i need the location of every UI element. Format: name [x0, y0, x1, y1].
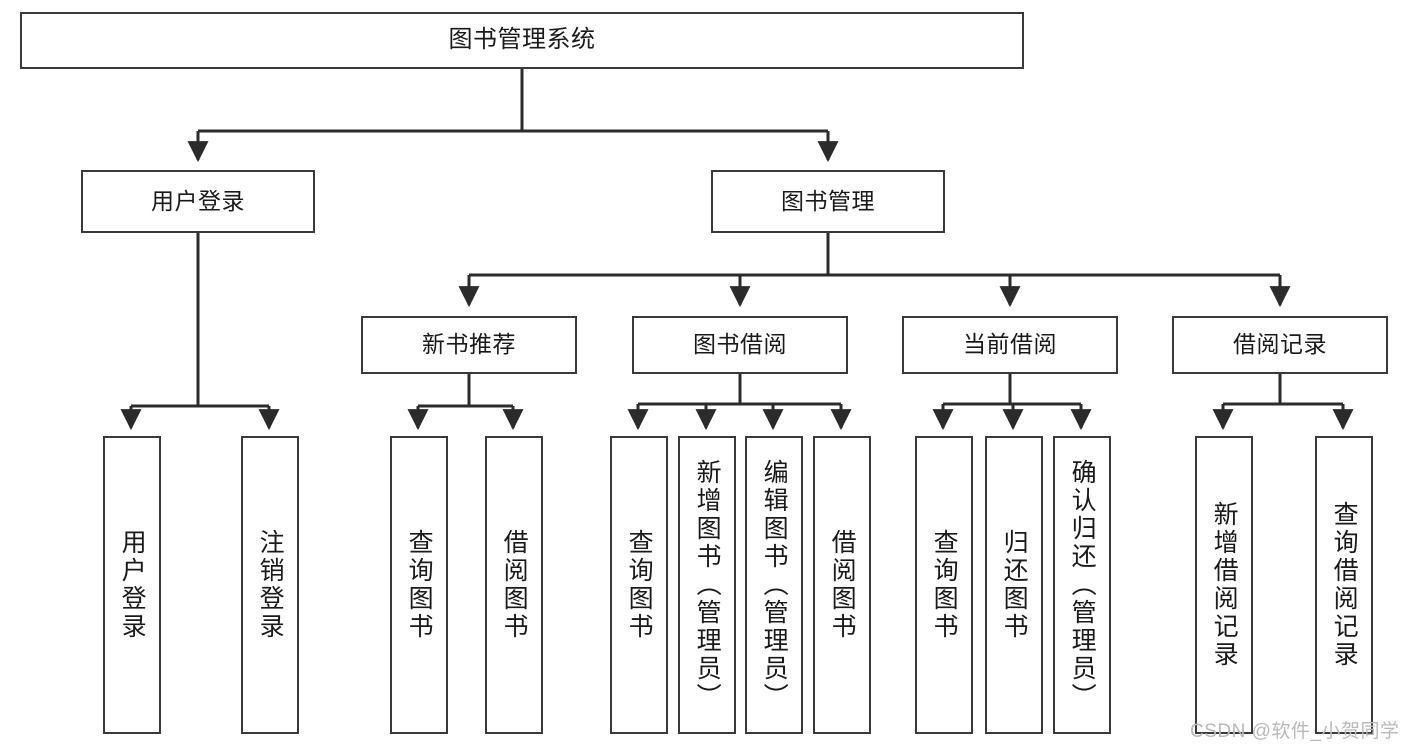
- leaf-user-login-login[interactable]: 用户登录: [103, 436, 161, 734]
- node-current-borrow[interactable]: 当前借阅: [902, 316, 1118, 374]
- leaf-user-login-logout[interactable]: 注销登录: [241, 436, 299, 734]
- leaf-current-borrow-return-book[interactable]: 归还图书: [985, 436, 1043, 734]
- node-label: 归还图书: [1000, 529, 1029, 641]
- node-label: 注销登录: [256, 529, 285, 641]
- node-root-book-management-system[interactable]: 图书管理系统: [20, 12, 1024, 69]
- node-label: 借阅记录: [1233, 331, 1327, 358]
- node-book-borrow[interactable]: 图书借阅: [632, 316, 848, 374]
- node-label: 用户登录: [151, 187, 245, 214]
- node-label: 图书管理: [781, 187, 875, 214]
- node-label: 新增借阅记录: [1210, 501, 1239, 669]
- leaf-current-borrow-confirm-return-admin[interactable]: 确认归还（管理员）: [1053, 436, 1111, 734]
- leaf-borrow-record-query-record[interactable]: 查询借阅记录: [1315, 436, 1373, 734]
- node-label: 新增图书（管理员）: [693, 459, 722, 711]
- node-label: 用户登录: [118, 529, 147, 641]
- node-label: 图书借阅: [693, 331, 787, 358]
- leaf-book-borrow-add-book-admin[interactable]: 新增图书（管理员）: [678, 436, 736, 734]
- node-label: 新书推荐: [422, 331, 516, 358]
- leaf-new-book-query-book[interactable]: 查询图书: [390, 436, 448, 734]
- node-user-login[interactable]: 用户登录: [81, 170, 315, 233]
- node-label: 查询图书: [625, 529, 654, 641]
- node-label: 查询借阅记录: [1330, 501, 1359, 669]
- node-label: 查询图书: [405, 529, 434, 641]
- csdn-watermark: CSDN @软件_小贺同学: [1190, 721, 1400, 742]
- leaf-book-borrow-query-book[interactable]: 查询图书: [610, 436, 668, 734]
- node-label: 查询图书: [930, 529, 959, 641]
- node-label: 借阅图书: [828, 529, 857, 641]
- node-book-management[interactable]: 图书管理: [711, 170, 945, 233]
- node-label: 图书管理系统: [448, 26, 596, 54]
- leaf-book-borrow-borrow-book[interactable]: 借阅图书: [813, 436, 871, 734]
- node-borrow-record[interactable]: 借阅记录: [1172, 316, 1388, 374]
- leaf-current-borrow-query-book[interactable]: 查询图书: [915, 436, 973, 734]
- leaf-borrow-record-add-record[interactable]: 新增借阅记录: [1195, 436, 1253, 734]
- node-label: 借阅图书: [500, 529, 529, 641]
- node-label: 确认归还（管理员）: [1068, 459, 1097, 711]
- leaf-book-borrow-edit-book-admin[interactable]: 编辑图书（管理员）: [745, 436, 803, 734]
- node-new-book-recommend[interactable]: 新书推荐: [361, 316, 577, 374]
- node-label: 编辑图书（管理员）: [760, 459, 789, 711]
- leaf-new-book-borrow-book[interactable]: 借阅图书: [485, 436, 543, 734]
- node-label: 当前借阅: [963, 331, 1057, 358]
